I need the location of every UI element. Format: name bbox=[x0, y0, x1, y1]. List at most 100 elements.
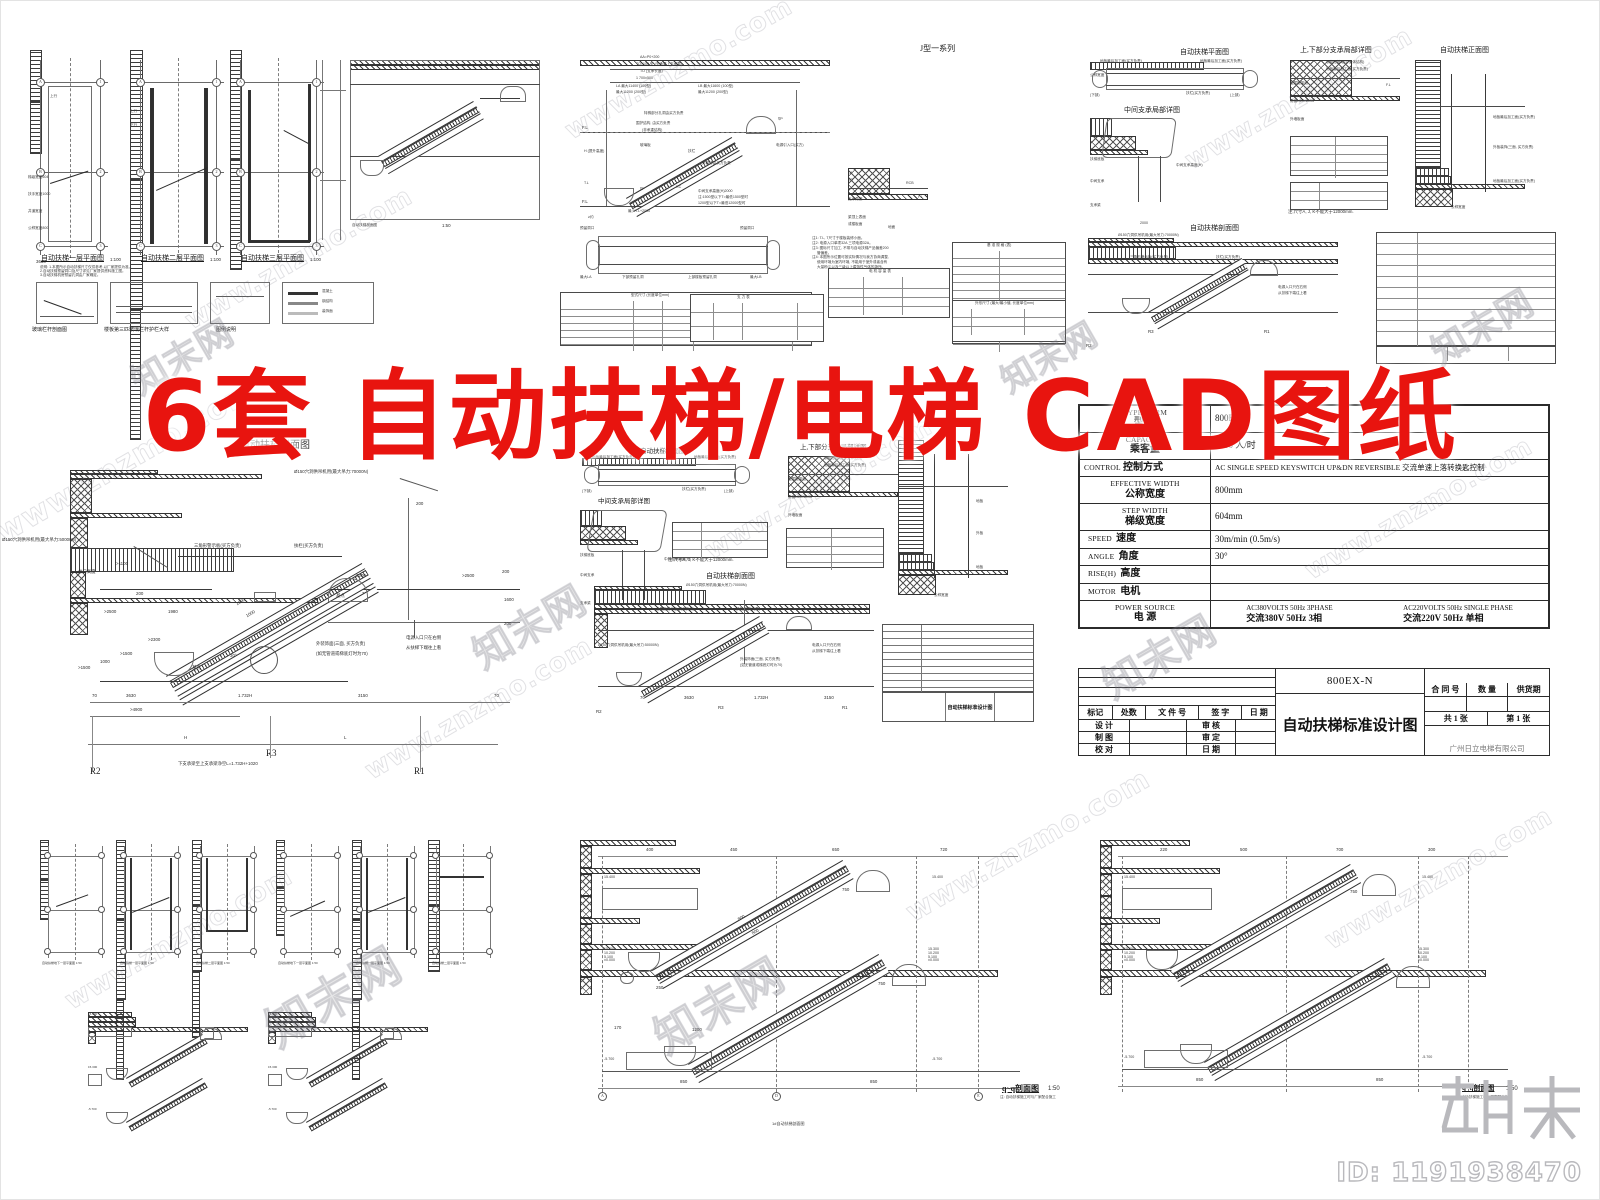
dim-1732h: 1.732H bbox=[238, 693, 253, 698]
table-formula: 外形尺寸 (最大/最小值, 长度单位mm) bbox=[952, 300, 1066, 342]
tb-design: 设 计 bbox=[1079, 720, 1130, 731]
anno-angle30: 30° bbox=[230, 653, 237, 658]
title-block-middle: 800EX-N 自动扶梯标准设计图 bbox=[1276, 669, 1425, 755]
spec-row-rise: RISE(H) 高度 bbox=[1079, 565, 1549, 584]
spec-row-motor: MOTOR 电机 bbox=[1079, 582, 1549, 601]
group-bottom-plans: 自动扶梯地下一层平面图 1:50 自动扶梯一层平面图 1:50 bbox=[40, 840, 500, 1080]
spec-row-power: POWER SOURCE 电 源 AC380VOLTS 50Hz 3PHASE … bbox=[1079, 600, 1549, 628]
front-view-escalator-mc: 地板 外板 地板 公称宽度 bbox=[898, 440, 1008, 600]
asset-id: ID: 1191938470 bbox=[1336, 1157, 1582, 1188]
note-section-qq: 注: 自动扶梯施工时与厂家配合施工 bbox=[1000, 1095, 1056, 1099]
detail-rail-2 bbox=[110, 282, 198, 324]
spec-row-effective-width: EFFECTIVE WIDTH 公称宽度 800mm bbox=[1079, 476, 1549, 505]
tb-proof: 校 对 bbox=[1079, 744, 1130, 755]
table-item-mc bbox=[786, 528, 884, 570]
anno-datum-right: 基点 bbox=[336, 593, 345, 598]
spec-label-en-control: CONTROL bbox=[1084, 462, 1121, 472]
mark-r2-mc: R2 bbox=[596, 709, 602, 714]
tb-contract-no: 合 同 号 bbox=[1425, 683, 1467, 696]
anno-clear: 下支承梁至上支承梁净空L=1.732H+1020 bbox=[178, 761, 258, 766]
group-floor-plans: A 1 B 2 C 3 梯级宽度604 扶手宽度1000 井道宽度 公称宽度80… bbox=[28, 50, 330, 440]
anno-hook-50000: Ø150穴洞供吊机用(最大吊力:50000N) bbox=[2, 537, 77, 542]
dim-l-main: L bbox=[344, 735, 347, 740]
spec-row-step-width: STEP WIDTH 梯级宽度 604mm bbox=[1079, 503, 1549, 531]
title-block-blank-row bbox=[1079, 697, 1275, 706]
plan-view-b6: 自动扶梯二层平面图 1:50 bbox=[428, 840, 493, 972]
title-block-right-blank bbox=[1425, 669, 1549, 683]
scale-plan-floor2: 1:100 bbox=[210, 257, 221, 262]
spec-value-effwidth: 800mm bbox=[1210, 476, 1549, 505]
title-block-header-row: 标记 处数 文 件 号 签 字 日 期 bbox=[1079, 706, 1275, 720]
table-motor-capacity: 电 机 容 量 表 bbox=[828, 268, 950, 318]
label-support-detail-tr: 上,下部分支承局部详图 bbox=[1300, 46, 1372, 54]
spec-label-cn-effwidth: 公称宽度 bbox=[1125, 488, 1165, 500]
plan-view-b4: 自动扶梯地下一层平面图 1:50 bbox=[276, 840, 341, 965]
spec-value-type: 800EX-N bbox=[1210, 405, 1549, 433]
mark-r1-mc: R1 bbox=[842, 705, 848, 710]
section-view-jseries: AA=P0+200 TO=100 型 (支承梁上方承载) TO (支承长度) 1… bbox=[580, 55, 830, 230]
scale-plan-floor1: 1:100 bbox=[110, 257, 121, 262]
plan-view-escalator-mc: (下部) (上部) 地板最后加工面(买方负责) 地板最后加工面(买方负责) 扶栏… bbox=[582, 455, 752, 493]
front-view-escalator: 地板最后加工面(买方负责) 外板装饰(三面, 买方负责) 地板最后加工面(买方负… bbox=[1415, 60, 1535, 210]
section-view-main: Ø150穴洞供吊机用(最大吊力:70000N) 200 Ø150穴洞供吊机用(最… bbox=[2, 469, 520, 720]
title-block-blank-row bbox=[1079, 669, 1275, 679]
label-front-view-tr: 自动扶梯正面图 bbox=[1440, 46, 1489, 54]
tb-check-v bbox=[1236, 720, 1275, 731]
spec-label-en-type: TYPE-FORM bbox=[1122, 408, 1168, 417]
anno-warn-plate: 三角形警示板(买方负责) bbox=[194, 543, 241, 548]
tb-check: 审 核 bbox=[1187, 720, 1236, 731]
spec-label-en-rise: RISE(H) bbox=[1088, 569, 1117, 578]
spec-row-angle: ANGLE 角度 30° bbox=[1079, 547, 1549, 566]
plan-view-b3: 自动扶梯二层平面图 1:50 bbox=[192, 840, 257, 1038]
plan-view-floor1: A 1 B 2 C 3 梯级宽度604 扶手宽度1000 井道宽度 公称宽度80… bbox=[28, 50, 330, 264]
tb-proof-v bbox=[1130, 744, 1187, 755]
spec-value-capacity: 4500 人/时 bbox=[1210, 431, 1549, 460]
section-view-qq: 400 450 650 720 15.400 15.400 750 800 80… bbox=[580, 840, 1050, 1101]
section-view-topright: Ø150穴洞供吊机用(最大吊力:70000N) 三角形警示板(买方负责) 扶栏(… bbox=[1088, 233, 1338, 330]
title-block-company: 广州日立电梯有限公司 bbox=[1449, 744, 1525, 753]
mark-r1-main: R1 bbox=[414, 766, 425, 776]
table-load: 支 力 表 bbox=[690, 294, 824, 342]
detail-support-topmid: LA TO 支承角钢 梁顶上表面 或楼板面 RCB F.L 地面 bbox=[848, 168, 928, 234]
label-mid-support-detail: 中间支承局部详图 bbox=[1124, 106, 1180, 114]
section-view-mc: Ø150穴洞供吊机用(最大吊力:70000N) 三角形警示板(买方负责) 扶栏(… bbox=[594, 583, 874, 704]
zhimo-logo bbox=[1432, 1068, 1582, 1146]
spec-label-cn-speed: 速度 bbox=[1116, 533, 1137, 544]
anno-handrail: 扶栏(买方负责) bbox=[294, 543, 324, 548]
spec-row-type: TYPE-FORM 型 号 800EX-N bbox=[1079, 405, 1549, 433]
spec-label-cn-power: 电 源 bbox=[1133, 612, 1157, 624]
spec-label-en-motor: MOTOR bbox=[1088, 586, 1116, 596]
tb-draw-v bbox=[1130, 732, 1187, 743]
th-date: 日 期 bbox=[1249, 708, 1268, 717]
plan-view-b2: 自动扶梯一层平面图 1:50 bbox=[116, 840, 181, 1080]
plan-section-topmid: 预留洞口 预留洞口 最大LA 下部预留孔洞 上部楼板预留孔洞 最大LB bbox=[580, 226, 790, 282]
detail-mid-support: 扶梯底板 中间支承 支承梁 中间支承高度(H) 2000 bbox=[1090, 118, 1203, 228]
anno-facing: 外装饰面(三面, 买方负责) bbox=[316, 641, 366, 646]
section-view-bl2: 15.400 15.300 -5.700 bbox=[268, 1012, 428, 1132]
table-ajk-topright bbox=[1290, 182, 1388, 210]
mark-r3-main: R3 bbox=[266, 748, 277, 758]
table-titleblock-tr bbox=[1376, 346, 1556, 364]
title-block-right-values bbox=[1425, 697, 1549, 712]
tb-sheet-no: 第 1 张 bbox=[1506, 714, 1531, 723]
spec-value-motor bbox=[1210, 582, 1549, 601]
th-mark: 标记 bbox=[1079, 706, 1113, 719]
note-support-size: 注:尺寸A, J, K不能大于12000mm. bbox=[1288, 209, 1354, 214]
note-support-size-mc: 注:尺寸A, J, K不能大于12000mm. bbox=[668, 557, 734, 562]
section-view-br: 220 500 700 300 15.400 15.400 750 15.300… bbox=[1100, 840, 1540, 1100]
spec-label-cn-motor: 电机 bbox=[1120, 585, 1141, 597]
label-plan-floor2: 自动扶梯二层平面图 bbox=[141, 254, 204, 262]
title-block-sub-row: 校 对 日 期 bbox=[1079, 744, 1275, 755]
label-legend: 图例说明 bbox=[216, 328, 237, 333]
section-view-bl1: 15.400 15.300 -5.700 bbox=[88, 1012, 248, 1132]
label-series-j: J型一系列 bbox=[920, 44, 956, 53]
label-qq-plan: 1#自动扶梯剖面图 bbox=[772, 1121, 805, 1126]
label-plan-floor1: 自动扶梯一层平面图 bbox=[41, 254, 104, 262]
spec-power-left-en: AC380VOLTS 50Hz 3PHASE bbox=[1246, 603, 1333, 612]
title-block-right-header: 合 同 号 数 量 供货期 bbox=[1425, 683, 1549, 697]
scale-section-qq: 1:50 bbox=[1048, 1086, 1060, 1092]
detail-support-mc: 钢筋砼基础(与主体结构) 地板最后加工面(买方负责) 金属框架面 角钢L60X6… bbox=[788, 456, 898, 532]
title-block: 标记 处数 文 件 号 签 字 日 期 设 计 审 核 制 图 审 定 bbox=[1078, 668, 1550, 756]
tb-sheet-total: 共 1 张 bbox=[1425, 712, 1488, 725]
